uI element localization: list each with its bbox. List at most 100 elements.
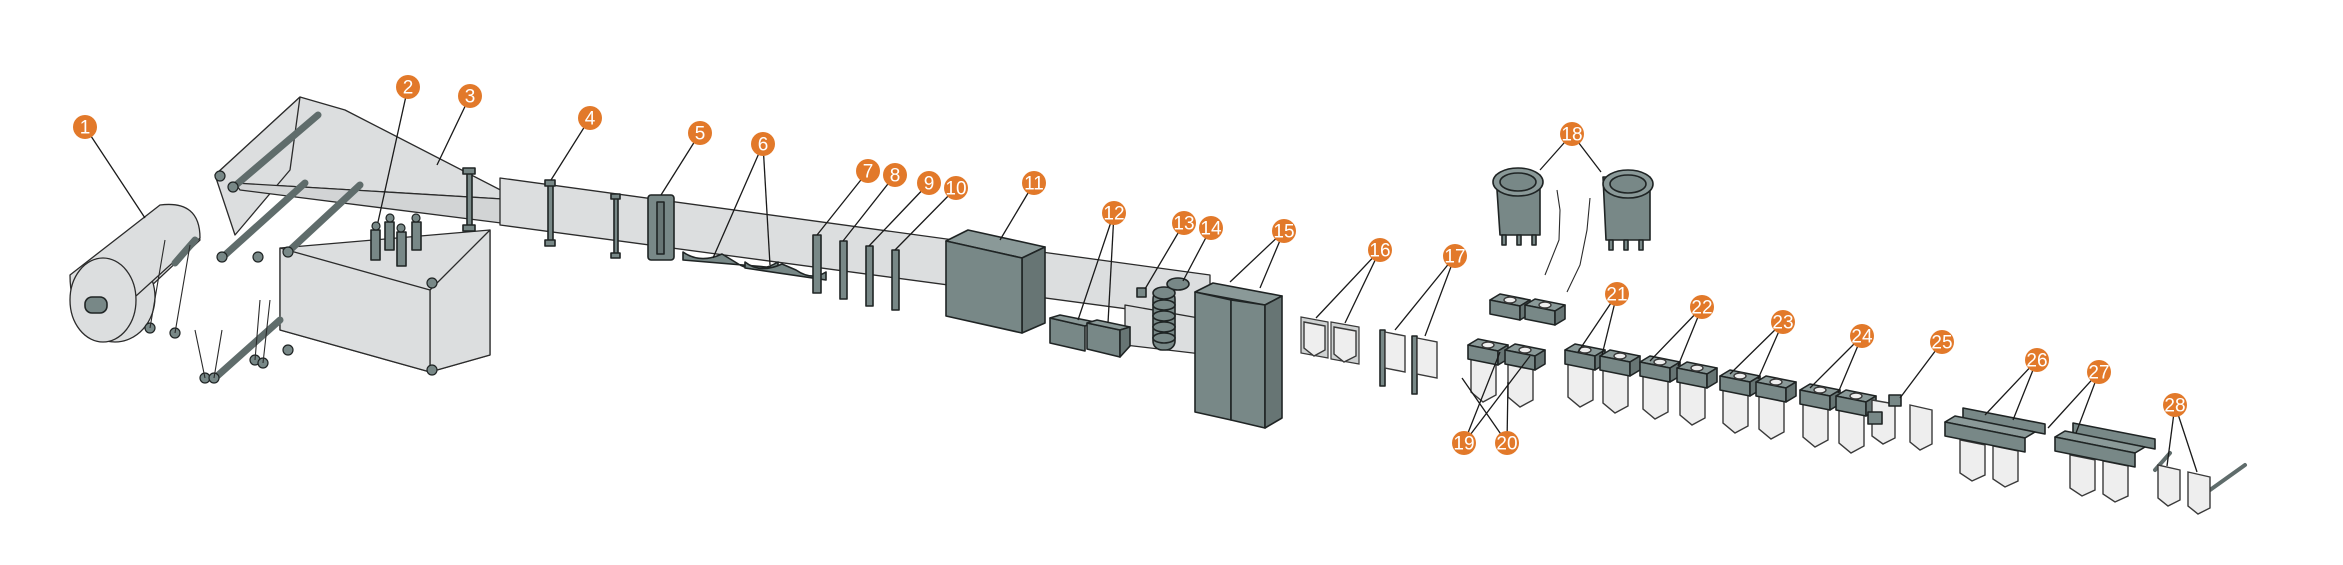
callout-2: 2	[396, 75, 420, 99]
callout-26: 26	[2025, 348, 2049, 372]
leader-line-13	[1144, 222, 1185, 290]
callout-number: 6	[758, 135, 769, 156]
cap-station-unit	[1719, 369, 1761, 434]
callout-badge	[1172, 211, 1196, 235]
leader-lines	[84, 86, 2198, 473]
callout-13: 13	[1172, 211, 1196, 235]
callout-number: 5	[695, 124, 706, 145]
callout-number: 23	[1772, 313, 1793, 334]
callout-number: 27	[2088, 363, 2109, 384]
station-14-roller-stack	[1152, 277, 1190, 351]
callout-6: 6	[751, 132, 775, 156]
cap-station-unit	[1599, 349, 1641, 414]
callout-number: 28	[2164, 396, 2185, 417]
callout-badge	[2025, 348, 2049, 372]
roller	[286, 181, 364, 254]
leader-line-4	[550, 117, 591, 181]
roller	[171, 236, 199, 267]
leader-line-19	[1463, 351, 1501, 444]
callout-badge	[1022, 171, 1046, 195]
callout-number: 2	[403, 78, 414, 99]
leader-line-26	[1984, 359, 2038, 416]
leader-line-17	[1424, 255, 1456, 337]
callout-badge	[1560, 122, 1584, 146]
callout-23: 23	[1771, 310, 1795, 334]
cap-station-unit	[1799, 383, 1841, 448]
callout-badge	[1850, 324, 1874, 348]
station-15-cabinets	[1194, 282, 1283, 429]
callout-number: 14	[1200, 219, 1222, 240]
leader-line-10	[894, 187, 957, 251]
station-6-formers	[682, 251, 827, 281]
callout-9: 9	[917, 171, 941, 195]
callout-number: 7	[863, 162, 874, 183]
callout-badge	[396, 75, 420, 99]
callout-badge	[883, 163, 907, 187]
station-26-clamp-bar	[1944, 407, 2046, 488]
leader-line-22	[1649, 306, 1703, 362]
callout-number: 13	[1173, 214, 1194, 235]
callout-number: 16	[1369, 241, 1390, 262]
callout-14: 14	[1199, 216, 1223, 240]
callout-number: 19	[1453, 434, 1474, 455]
callout-20: 20	[1495, 431, 1519, 455]
station-12-units	[1049, 314, 1131, 358]
callout-number: 18	[1561, 125, 1582, 146]
callout-badge	[1443, 244, 1467, 268]
callout-number: 22	[1691, 298, 1712, 319]
roller	[221, 179, 309, 259]
callout-badge	[1199, 216, 1223, 240]
leader-line-17	[1394, 255, 1456, 331]
callout-19: 19	[1452, 431, 1476, 455]
callout-24: 24	[1850, 324, 1874, 348]
cap-station-unit	[1489, 293, 1531, 321]
callout-badge	[856, 159, 880, 183]
leader-line-16	[1315, 249, 1381, 319]
cap-station-unit	[1504, 343, 1546, 408]
callout-number: 26	[2026, 351, 2047, 372]
callout-number: 17	[1444, 247, 1465, 268]
cap-station-unit	[1524, 298, 1566, 326]
leader-line-19	[1463, 355, 1531, 444]
callout-21: 21	[1605, 282, 1629, 306]
leader-line-27	[2047, 371, 2100, 429]
callout-badge	[2087, 360, 2111, 384]
callout-number: 25	[1931, 333, 1952, 354]
roll-shaft	[84, 296, 108, 314]
station-27-clamp-bar	[2054, 422, 2156, 503]
callout-5: 5	[688, 121, 712, 145]
callout-number: 12	[1103, 204, 1124, 225]
leader-line-12	[1107, 212, 1115, 324]
unwinder-section	[69, 96, 526, 384]
callout-number: 4	[585, 109, 596, 130]
callout-badge	[1452, 431, 1476, 455]
station-11-cabinet	[945, 229, 1046, 334]
callout-25: 25	[1930, 330, 1954, 354]
callout-number: 15	[1273, 222, 1294, 243]
callout-3: 3	[458, 84, 482, 108]
callout-16: 16	[1368, 238, 1392, 262]
callout-badge	[1771, 310, 1795, 334]
station-18-bowl-feeders	[1492, 167, 1654, 293]
callout-27: 27	[2087, 360, 2111, 384]
callout-badge	[73, 115, 97, 139]
callout-number: 21	[1606, 285, 1627, 306]
cap-station-unit	[1564, 343, 1606, 408]
callout-badge	[751, 132, 775, 156]
callout-badge	[2163, 393, 2187, 417]
cap-station-unit	[1676, 361, 1718, 426]
leader-line-16	[1344, 249, 1381, 324]
callout-number: 11	[1024, 174, 1044, 195]
callout-badge	[458, 84, 482, 108]
callout-number: 3	[465, 87, 476, 108]
callout-1: 1	[73, 115, 97, 139]
callout-badge	[688, 121, 712, 145]
station-25-unit	[1867, 394, 1933, 451]
leader-line-6	[762, 143, 771, 266]
leader-line-9	[868, 182, 930, 247]
callout-28: 28	[2163, 393, 2187, 417]
callout-badge	[944, 176, 968, 200]
callout-badge	[1930, 330, 1954, 354]
callout-number: 9	[924, 174, 935, 195]
leader-line-24	[1809, 335, 1863, 389]
